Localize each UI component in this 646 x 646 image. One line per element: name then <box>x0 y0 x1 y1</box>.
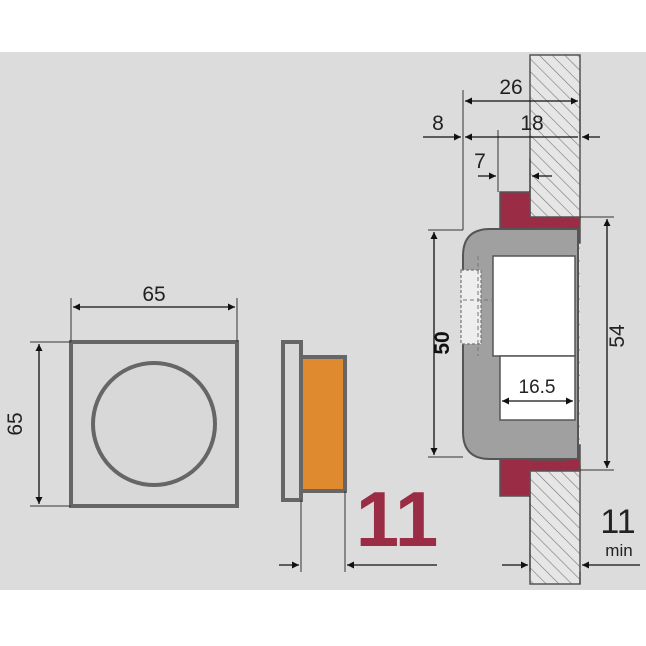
side-depth-label: 11 <box>356 475 438 563</box>
flange-label: 8 <box>432 112 444 135</box>
magnet-bore-slot <box>499 355 576 421</box>
bore-depth-label: 16.5 <box>519 377 556 398</box>
overall-depth-label: 26 <box>499 76 522 99</box>
magnet-inner-cavity <box>492 255 576 357</box>
wall-panel-lower <box>529 465 581 585</box>
front-width-label: 65 <box>142 283 165 306</box>
side-magnet-body <box>299 355 347 493</box>
inner-height-label: 50 <box>431 331 454 354</box>
panel-thickness-value: 11 <box>600 503 635 541</box>
front-height-label: 65 <box>4 412 27 435</box>
panel-thickness-unit: min <box>605 541 632 560</box>
front-view: 65 65 <box>4 283 239 508</box>
front-face-circle <box>91 361 217 487</box>
recess-label: 18 <box>520 112 543 135</box>
side-face-plate <box>281 340 303 502</box>
side-view: 11 <box>279 340 438 572</box>
magnet-insert <box>460 269 482 345</box>
section-view: 26 8 18 7 50 54 16.5 11 min <box>423 54 640 585</box>
step-label: 7 <box>474 150 486 173</box>
front-face-square <box>69 340 239 508</box>
outer-height-label: 54 <box>606 324 629 348</box>
